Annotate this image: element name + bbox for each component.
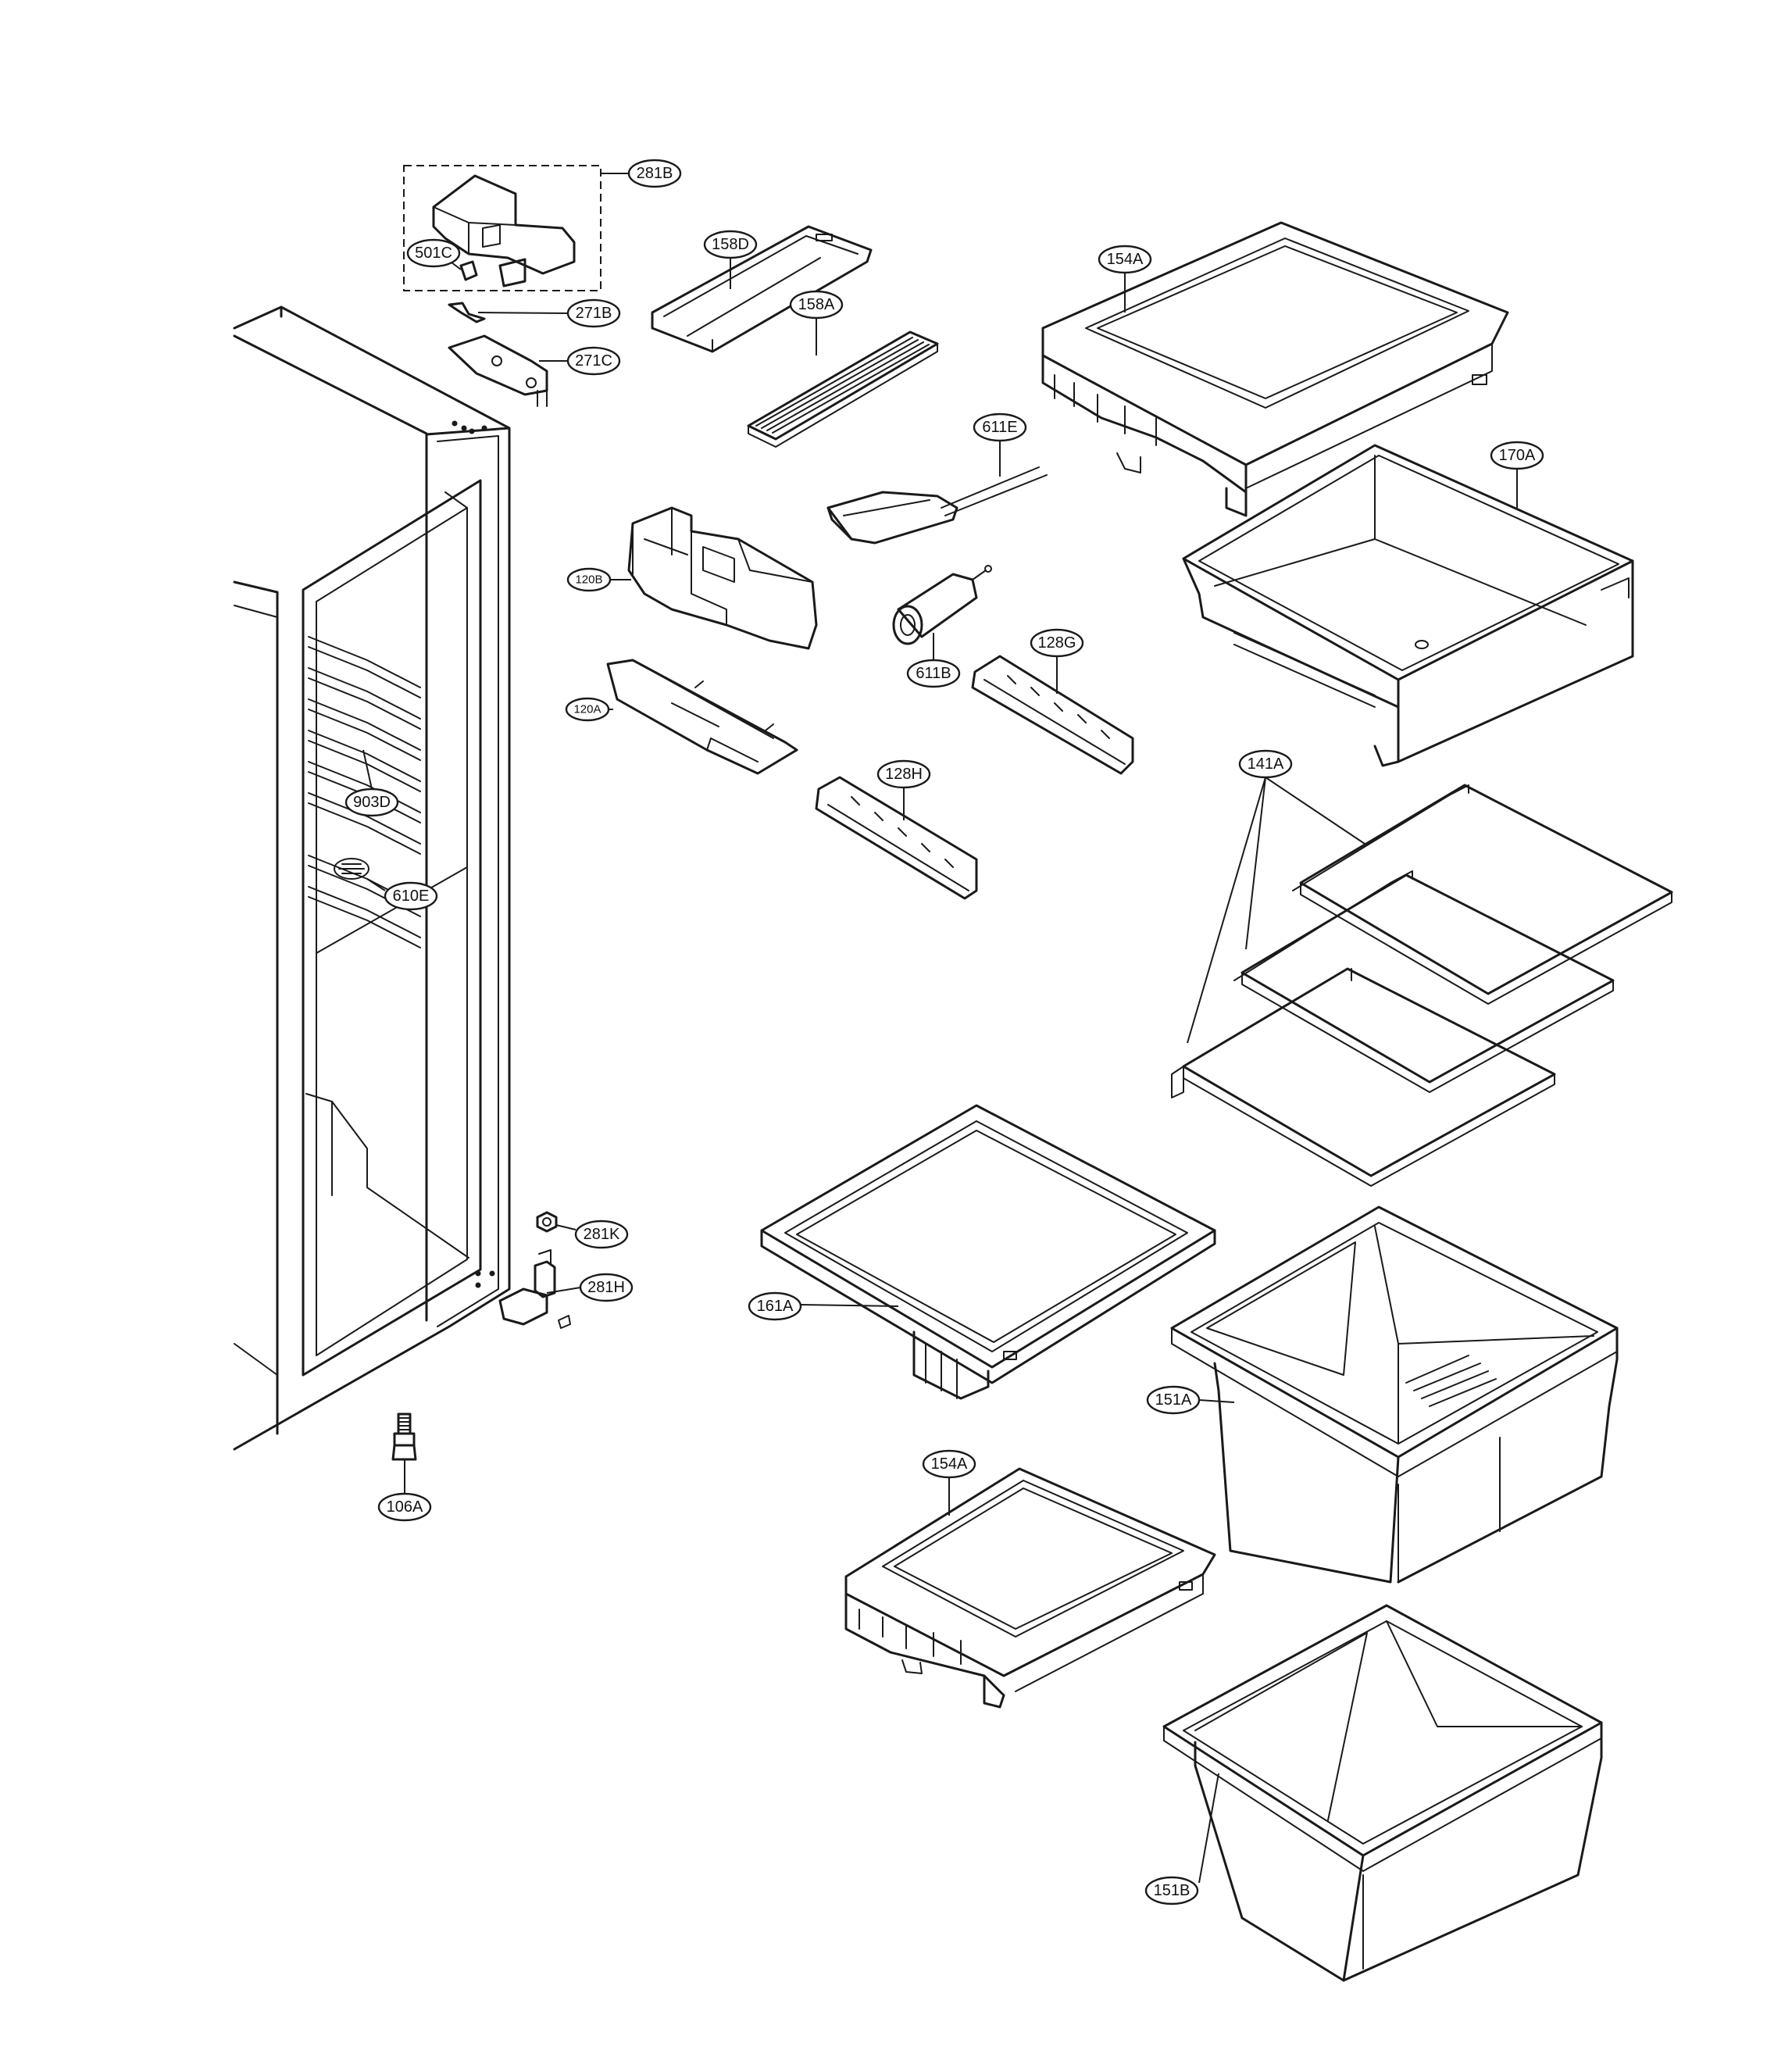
callout-label: 120A (573, 703, 601, 716)
callout-label: 170A (1499, 447, 1536, 464)
callout-271b: 271B (566, 298, 621, 328)
drawer-151a (1170, 1205, 1619, 1584)
callout-label: 611E (982, 419, 1017, 436)
part-611b (892, 565, 992, 645)
part-120b (627, 506, 818, 650)
part-611e (826, 466, 1048, 545)
callout-label: 281K (584, 1226, 620, 1243)
callout-610e: 610E (384, 881, 438, 911)
callout-158d: 158D (703, 230, 758, 259)
callout-label: 154A (931, 1455, 968, 1473)
callout-label: 141A (1248, 755, 1284, 773)
callout-label: 106A (387, 1498, 423, 1516)
callout-120b: 120B (566, 567, 612, 592)
drawer-151b (1162, 1604, 1603, 1982)
callout-106a: 106A (377, 1492, 432, 1522)
callout-label: 161A (757, 1298, 794, 1315)
callout-154a-bottom: 154A (922, 1449, 976, 1479)
callout-141a: 141A (1238, 749, 1293, 779)
shelves-141a (1171, 784, 1673, 1187)
callout-611b: 611B (906, 659, 961, 688)
grille-158a (747, 330, 939, 448)
callouts: 281B 501C 271B 271C 158D 158A 611E 120B … (344, 159, 1544, 1905)
shelf-161a (760, 1104, 1216, 1400)
bottom-hinge-parts (391, 1211, 571, 1461)
callout-label: 281B (637, 165, 673, 182)
callout-label: 271B (576, 305, 612, 322)
callout-label: 281H (587, 1279, 625, 1296)
light-switch-icon (334, 858, 369, 880)
top-hinge-group (403, 165, 601, 407)
callout-label: 271C (575, 352, 612, 370)
callout-158a: 158A (789, 290, 844, 320)
callout-label: 610E (393, 888, 430, 905)
callout-label: 120B (575, 573, 602, 587)
callout-120a: 120A (565, 697, 610, 722)
part-128g (971, 655, 1134, 775)
part-120a (606, 659, 798, 775)
callout-281k: 281K (574, 1220, 629, 1249)
callout-151a: 151A (1146, 1385, 1201, 1415)
callout-label: 128H (885, 766, 923, 783)
leader-lines (362, 173, 1518, 1884)
callout-151b: 151B (1144, 1876, 1199, 1905)
callout-154a-top: 154A (1098, 245, 1152, 274)
part-128h (815, 776, 978, 900)
callout-label: 158A (798, 296, 835, 313)
callout-281h: 281H (579, 1273, 634, 1302)
callout-label: 501C (415, 245, 452, 262)
callout-label: 903D (353, 794, 391, 811)
callout-161a: 161A (748, 1291, 802, 1321)
refrigerator-cabinet (233, 305, 511, 1451)
callout-128g: 128G (1030, 628, 1084, 658)
callout-170a: 170A (1490, 441, 1544, 470)
callout-label: 154A (1107, 251, 1144, 268)
callout-281b: 281B (627, 159, 682, 188)
shelf-154a-top (1041, 221, 1509, 517)
callout-903d: 903D (344, 788, 399, 817)
callout-label: 158D (712, 236, 749, 253)
shelf-154a-bottom (844, 1467, 1216, 1709)
callout-611e: 611E (973, 412, 1027, 442)
callout-271c: 271C (566, 346, 621, 376)
callout-label: 151A (1155, 1391, 1192, 1409)
callout-label: 611B (916, 665, 951, 682)
callout-label: 151B (1154, 1882, 1191, 1899)
cover-158d (651, 225, 873, 353)
callout-128h: 128H (876, 759, 931, 789)
callout-label: 128G (1038, 634, 1076, 652)
drawer-170a (1182, 444, 1634, 767)
callout-501c: 501C (406, 238, 461, 268)
